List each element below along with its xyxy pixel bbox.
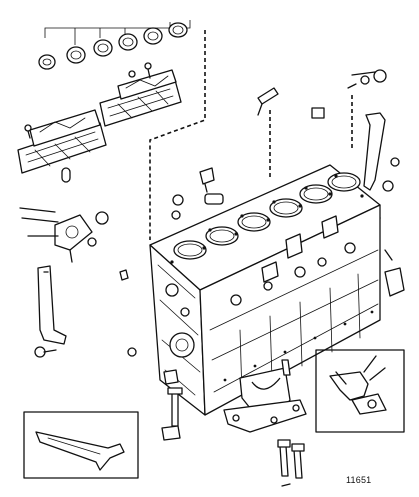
drawing-part-code: 11651 [346, 475, 372, 485]
inset-tool-frame [23, 411, 139, 479]
inset-oil-pump-frame [315, 349, 405, 433]
main-bearing-shells [38, 20, 191, 70]
assembly-dashed-lines [149, 30, 353, 240]
side-cover-plates [17, 62, 182, 183]
bolts-lower [161, 359, 305, 487]
main-bearing-cap [223, 367, 307, 433]
